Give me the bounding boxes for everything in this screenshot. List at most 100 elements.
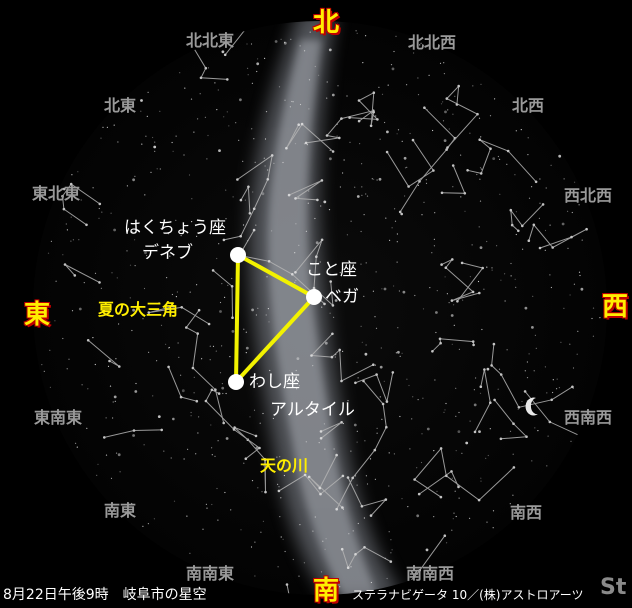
background-star bbox=[375, 271, 377, 273]
constellation-star bbox=[210, 388, 214, 392]
background-star bbox=[369, 458, 372, 460]
background-star bbox=[256, 62, 260, 66]
background-star bbox=[591, 317, 593, 320]
milky-way bbox=[39, 21, 601, 595]
background-star bbox=[147, 91, 149, 93]
constellation-star bbox=[69, 182, 73, 186]
background-star bbox=[219, 372, 222, 374]
background-star bbox=[244, 199, 246, 201]
constellation-star bbox=[341, 506, 344, 509]
background-star bbox=[245, 331, 247, 333]
background-star bbox=[305, 230, 307, 232]
background-star bbox=[378, 177, 382, 181]
background-star bbox=[282, 538, 284, 541]
background-star bbox=[531, 460, 533, 462]
constellation-star bbox=[541, 203, 545, 206]
background-star bbox=[451, 477, 453, 479]
background-star bbox=[552, 379, 554, 381]
background-star bbox=[175, 219, 177, 221]
background-star bbox=[171, 141, 173, 144]
background-star bbox=[469, 517, 471, 519]
background-star bbox=[393, 50, 395, 53]
background-star bbox=[153, 145, 157, 149]
constellation-line bbox=[185, 309, 225, 424]
background-star bbox=[361, 341, 363, 343]
background-star bbox=[395, 35, 397, 37]
background-star bbox=[343, 159, 345, 161]
constellation-star bbox=[244, 457, 248, 461]
background-star bbox=[225, 437, 229, 440]
background-star bbox=[558, 387, 561, 389]
background-star bbox=[569, 294, 571, 296]
background-star bbox=[140, 110, 142, 112]
background-star bbox=[550, 164, 552, 166]
background-star bbox=[150, 171, 152, 173]
constellation-star bbox=[354, 553, 357, 556]
background-star bbox=[157, 415, 161, 418]
constellation-star bbox=[319, 437, 323, 440]
background-star bbox=[306, 144, 308, 146]
background-star bbox=[455, 515, 457, 518]
background-star bbox=[224, 296, 226, 298]
background-star bbox=[360, 230, 362, 233]
constellation-star bbox=[73, 274, 77, 277]
background-star bbox=[314, 217, 316, 220]
constellation-line bbox=[205, 389, 261, 460]
background-star bbox=[473, 403, 477, 407]
background-star bbox=[206, 507, 208, 509]
background-star bbox=[414, 294, 416, 297]
background-star bbox=[290, 38, 292, 40]
constellation-lines bbox=[61, 21, 588, 595]
label-cygnus: はくちょう座 bbox=[124, 218, 226, 238]
background-star bbox=[65, 223, 67, 225]
direction-sse: 南南東 bbox=[186, 564, 235, 583]
background-star bbox=[256, 383, 258, 385]
constellation-star bbox=[499, 373, 503, 376]
background-star bbox=[92, 187, 94, 189]
background-star bbox=[546, 465, 548, 467]
constellation-star bbox=[438, 337, 442, 341]
constellation-star bbox=[346, 566, 350, 569]
background-star bbox=[592, 335, 595, 337]
background-star bbox=[154, 150, 156, 152]
background-star bbox=[75, 442, 77, 444]
background-star bbox=[512, 494, 514, 496]
background-star bbox=[549, 224, 551, 226]
background-star bbox=[218, 45, 220, 48]
background-star bbox=[469, 276, 471, 278]
background-star bbox=[365, 262, 367, 264]
background-star bbox=[434, 379, 436, 381]
background-star bbox=[170, 457, 172, 459]
background-star bbox=[388, 452, 390, 454]
constellation-star bbox=[444, 266, 448, 270]
background-star bbox=[62, 187, 66, 191]
constellation-star bbox=[476, 112, 479, 116]
constellation-star bbox=[346, 476, 350, 479]
background-star bbox=[299, 45, 301, 47]
background-star bbox=[283, 474, 285, 477]
background-star bbox=[510, 262, 512, 265]
background-star bbox=[214, 455, 216, 457]
background-star bbox=[333, 316, 335, 318]
constellation-line bbox=[491, 344, 573, 408]
constellation-star bbox=[369, 514, 373, 517]
background-star bbox=[209, 345, 211, 347]
background-star bbox=[110, 212, 112, 214]
background-star bbox=[397, 327, 399, 329]
background-star bbox=[383, 287, 387, 291]
background-star bbox=[460, 154, 462, 156]
constellation-star bbox=[226, 78, 229, 81]
background-star bbox=[305, 441, 307, 443]
background-star bbox=[455, 415, 457, 417]
background-star bbox=[280, 497, 282, 499]
background-star bbox=[86, 427, 88, 429]
background-star bbox=[526, 361, 529, 363]
background-star bbox=[308, 79, 311, 81]
constellation-star bbox=[217, 392, 221, 395]
background-star bbox=[365, 475, 367, 477]
background-star bbox=[479, 246, 483, 250]
background-star bbox=[471, 244, 473, 246]
constellation-star bbox=[351, 476, 355, 480]
background-star bbox=[111, 272, 113, 274]
constellation-line bbox=[234, 427, 266, 493]
